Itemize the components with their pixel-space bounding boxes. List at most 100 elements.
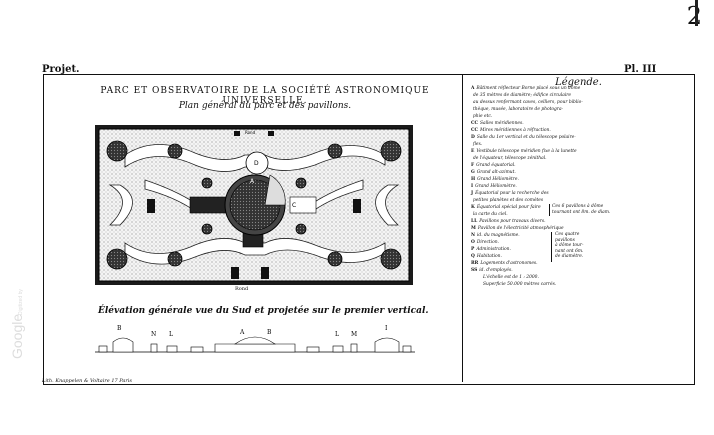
legend-item: petites planètes et des comètes (471, 198, 543, 204)
legend-item-text: Bâtiment réflecteur Borne placé sous un … (476, 86, 581, 91)
publisher-credit: Lith. Knappelen & Voltaire 17 Paris (42, 378, 132, 384)
legend-title: Légende. (555, 77, 602, 88)
legend-item-key: I (471, 184, 474, 189)
elevation-drawing: B N L A B L M I (95, 325, 415, 353)
elevation-title: Élévation générale vue du Sud et projeté… (98, 306, 429, 316)
legend-item: au dessus renfermant caves, celliers, po… (471, 100, 583, 106)
elev-label-7: M (351, 331, 357, 338)
legend-item-key: CC (471, 121, 478, 126)
park-plan-drawing: D C A Rond (95, 125, 413, 285)
legend-item-key: D (471, 135, 475, 140)
legend-item-key: LL (471, 219, 478, 224)
legend-item-text: thèque, musée, laboratoire de photogra- (473, 107, 564, 112)
legend-item-text: Vestibule télescope méridien fixe à la l… (476, 149, 577, 154)
elev-label-8: I (385, 325, 388, 332)
legend-item-text: Grand Héliomètre. (475, 184, 517, 189)
elev-label-3: L (169, 331, 173, 338)
legend-bracket-a-line-1: Ces 6 pavillons à dôme (552, 204, 604, 209)
page-edge-mark (695, 0, 698, 26)
legend-item: phie etc. (471, 114, 492, 120)
legend-item-text: phie etc. (473, 114, 493, 119)
plan-label-d: D (254, 160, 259, 167)
legend-item-text: de 35 mètres de diamètre; édifice circul… (473, 93, 571, 98)
legend-item-key: A (471, 86, 475, 91)
legend-item-text: Superficie 50.000 mètres carrés. (483, 282, 557, 287)
legend-bracket-a-line-2: tournant ont 8m. de diam. (552, 209, 611, 215)
watermark-line-1: Digitized by (18, 289, 24, 315)
watermark-line-2: Google (9, 313, 25, 359)
legend-item-text: Salle du 1er vertical et du télescope po… (476, 135, 576, 140)
plan-label-a: A (250, 178, 255, 185)
plate-frame (43, 74, 695, 385)
legend-bracket-b-line (551, 232, 552, 262)
legend-item: la carte du ciel. (471, 212, 508, 218)
legend-item: Superficie 50.000 mètres carrés. (481, 282, 556, 288)
legend-item-text: Grand équatorial. (476, 163, 516, 168)
page-number: 2 (687, 2, 702, 30)
legend-bracket-a: Ces 6 pavillons à dôme tournant ont 8m. … (552, 204, 610, 215)
elev-label-6: L (335, 331, 339, 338)
legend-item-text: Administration. (476, 247, 511, 252)
legend-item-text: flex. (473, 142, 483, 147)
elev-label-1: B (117, 325, 122, 332)
legend-bracket-a-line (549, 204, 550, 216)
legend-item-key: CC (471, 128, 478, 133)
legend-item-text: Pavillon de l'électricité atmosphérique (477, 226, 564, 231)
legend-item-text: Équatorial pour la recherche des (475, 191, 549, 196)
legend-item-key: RR (471, 261, 479, 266)
legend-item-text: Grand Héliomètre. (477, 177, 519, 182)
legend-item-text: au dessus renfermant caves, celliers, po… (473, 100, 583, 105)
legend-item: de l'équateur, télescope zénithal. (471, 156, 547, 162)
legend-item-key: H (471, 177, 476, 182)
legend-item-text: Logements d'astronomes. (480, 261, 538, 266)
plan-label-top: Rond (245, 130, 256, 135)
legend-bracket-b: Ces quatre pavillons à dôme tour- nant o… (555, 232, 583, 260)
legend-item-key: G (471, 170, 475, 175)
legend-item-key: O (471, 240, 475, 245)
legend-item-text: id. d'employés. (479, 268, 513, 273)
elev-label-4: A (239, 329, 245, 336)
legend-item-text: de l'équateur, télescope zénithal. (473, 156, 547, 161)
plan-label-c: C (292, 202, 296, 209)
legend-bracket-b-line-1: Ces quatre (555, 232, 580, 237)
legend-item-text: Direction. (476, 240, 499, 245)
header-project: Projet. (42, 64, 80, 75)
legend-item-key: J (471, 191, 474, 196)
legend-bracket-b-line-3: à dôme tour- (555, 243, 584, 249)
legend-item-text: Salles méridiennes. (480, 121, 524, 126)
legend-item-key: F (471, 163, 475, 168)
legend-item-text: la carte du ciel. (473, 212, 508, 217)
legend-bracket-b-line-5: de diamètre. (555, 254, 584, 260)
legend-item-key: SS (471, 268, 478, 273)
legend-item-key: M (471, 226, 476, 231)
legend-item: L'échelle est de 1 : 2000. (481, 275, 539, 281)
legend-item-text: Grand alt-azimut. (476, 170, 516, 175)
legend-item: de 35 mètres de diamètre; édifice circul… (471, 93, 571, 99)
legend-item: thèque, musée, laboratoire de photogra- (471, 107, 563, 113)
elev-label-5: B (267, 329, 272, 336)
legend-bracket-b-line-4: nant ont 6m. (555, 248, 584, 254)
legend-item-text: id. du magnétisme. (477, 233, 520, 238)
legend-item-key: K (471, 205, 475, 210)
header-plate-number: Pl. III (624, 64, 657, 75)
legend-item-text: L'échelle est de 1 : 2000. (483, 275, 539, 280)
plan-label-bottom: Rond (235, 286, 249, 292)
legend-item-key: E (471, 149, 475, 154)
